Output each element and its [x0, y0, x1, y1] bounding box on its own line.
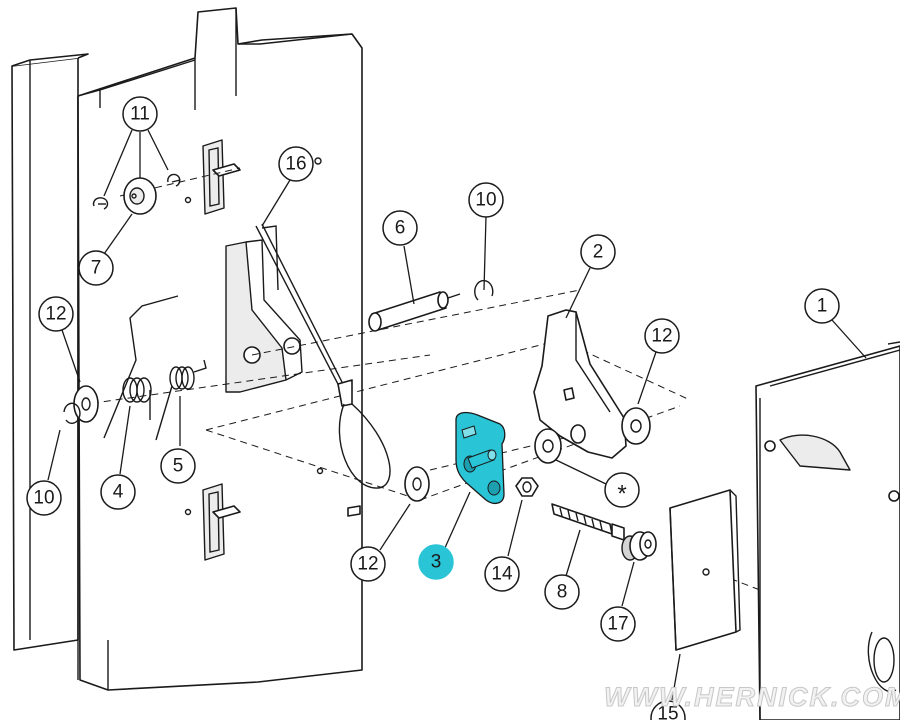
leader-lines	[47, 129, 867, 701]
callout-8: 8	[544, 574, 580, 610]
callout-label: 2	[593, 242, 604, 263]
callout-label: 7	[91, 258, 102, 279]
clip-part-10-left	[63, 402, 81, 424]
callout-3-highlighted: 3	[418, 544, 454, 580]
pin-part-6	[368, 291, 461, 332]
callout-16: 16	[278, 146, 314, 182]
pad-part-15	[669, 489, 741, 651]
callout-label: 10	[475, 190, 496, 211]
door-frame-part	[11, 7, 363, 691]
spring-part-5	[155, 359, 207, 441]
callout-label: 17	[607, 614, 628, 635]
callout-label: 14	[491, 564, 513, 585]
clip-part-11-left	[92, 197, 109, 210]
callout-12-center: 12	[350, 546, 386, 582]
callout-label: 10	[33, 488, 54, 509]
latch-plate-part-3	[455, 411, 506, 505]
callout-label: 12	[45, 304, 66, 325]
callout-label: 12	[357, 554, 378, 575]
callout-label: 12	[651, 326, 672, 347]
callout-label: 11	[130, 104, 150, 125]
washer-star	[534, 428, 562, 464]
callout-12-left: 12	[38, 296, 74, 332]
callout-star: *	[604, 472, 640, 508]
callout-label: 8	[557, 582, 568, 603]
bolt-part-8	[551, 503, 625, 541]
callout-label: 3	[431, 552, 442, 573]
callout-label: 15	[657, 704, 678, 721]
callout-11: 11	[122, 96, 158, 132]
bushing-part-17	[621, 531, 657, 561]
pulley-part-7	[123, 177, 157, 215]
clip-part-10-top	[474, 279, 494, 301]
housing-part-1	[755, 341, 900, 721]
callout-17: 17	[600, 606, 636, 642]
callout-12-right: 12	[644, 318, 680, 354]
cable-part-16	[255, 223, 391, 489]
callout-label: 6	[395, 218, 406, 239]
callout-10-top: 10	[468, 182, 504, 218]
washer-part-12-center	[404, 466, 430, 502]
nut-part-14	[515, 477, 539, 497]
callout-15: 15	[650, 700, 686, 725]
callout-label: 5	[173, 456, 184, 477]
callout-4: 4	[100, 474, 136, 510]
watermark-text: WWW.HERNICK.COM	[604, 682, 900, 712]
latch-arm-part-2	[533, 309, 627, 459]
callout-7: 7	[78, 250, 114, 286]
spring-part-4	[103, 295, 179, 439]
callout-label: *	[617, 481, 626, 508]
callout-6: 6	[382, 210, 418, 246]
washer-part-12-right	[621, 407, 651, 445]
callout-1: 1	[804, 288, 840, 324]
washer-part-12-left	[73, 385, 99, 423]
callout-label: 1	[817, 296, 828, 317]
callout-10-left: 10	[26, 480, 62, 516]
clip-part-11-right	[167, 173, 181, 187]
callout-2: 2	[580, 234, 616, 270]
callout-label: 16	[285, 154, 306, 175]
callout-label: 4	[113, 482, 124, 503]
callout-5: 5	[160, 448, 196, 484]
callout-14: 14	[484, 556, 520, 592]
